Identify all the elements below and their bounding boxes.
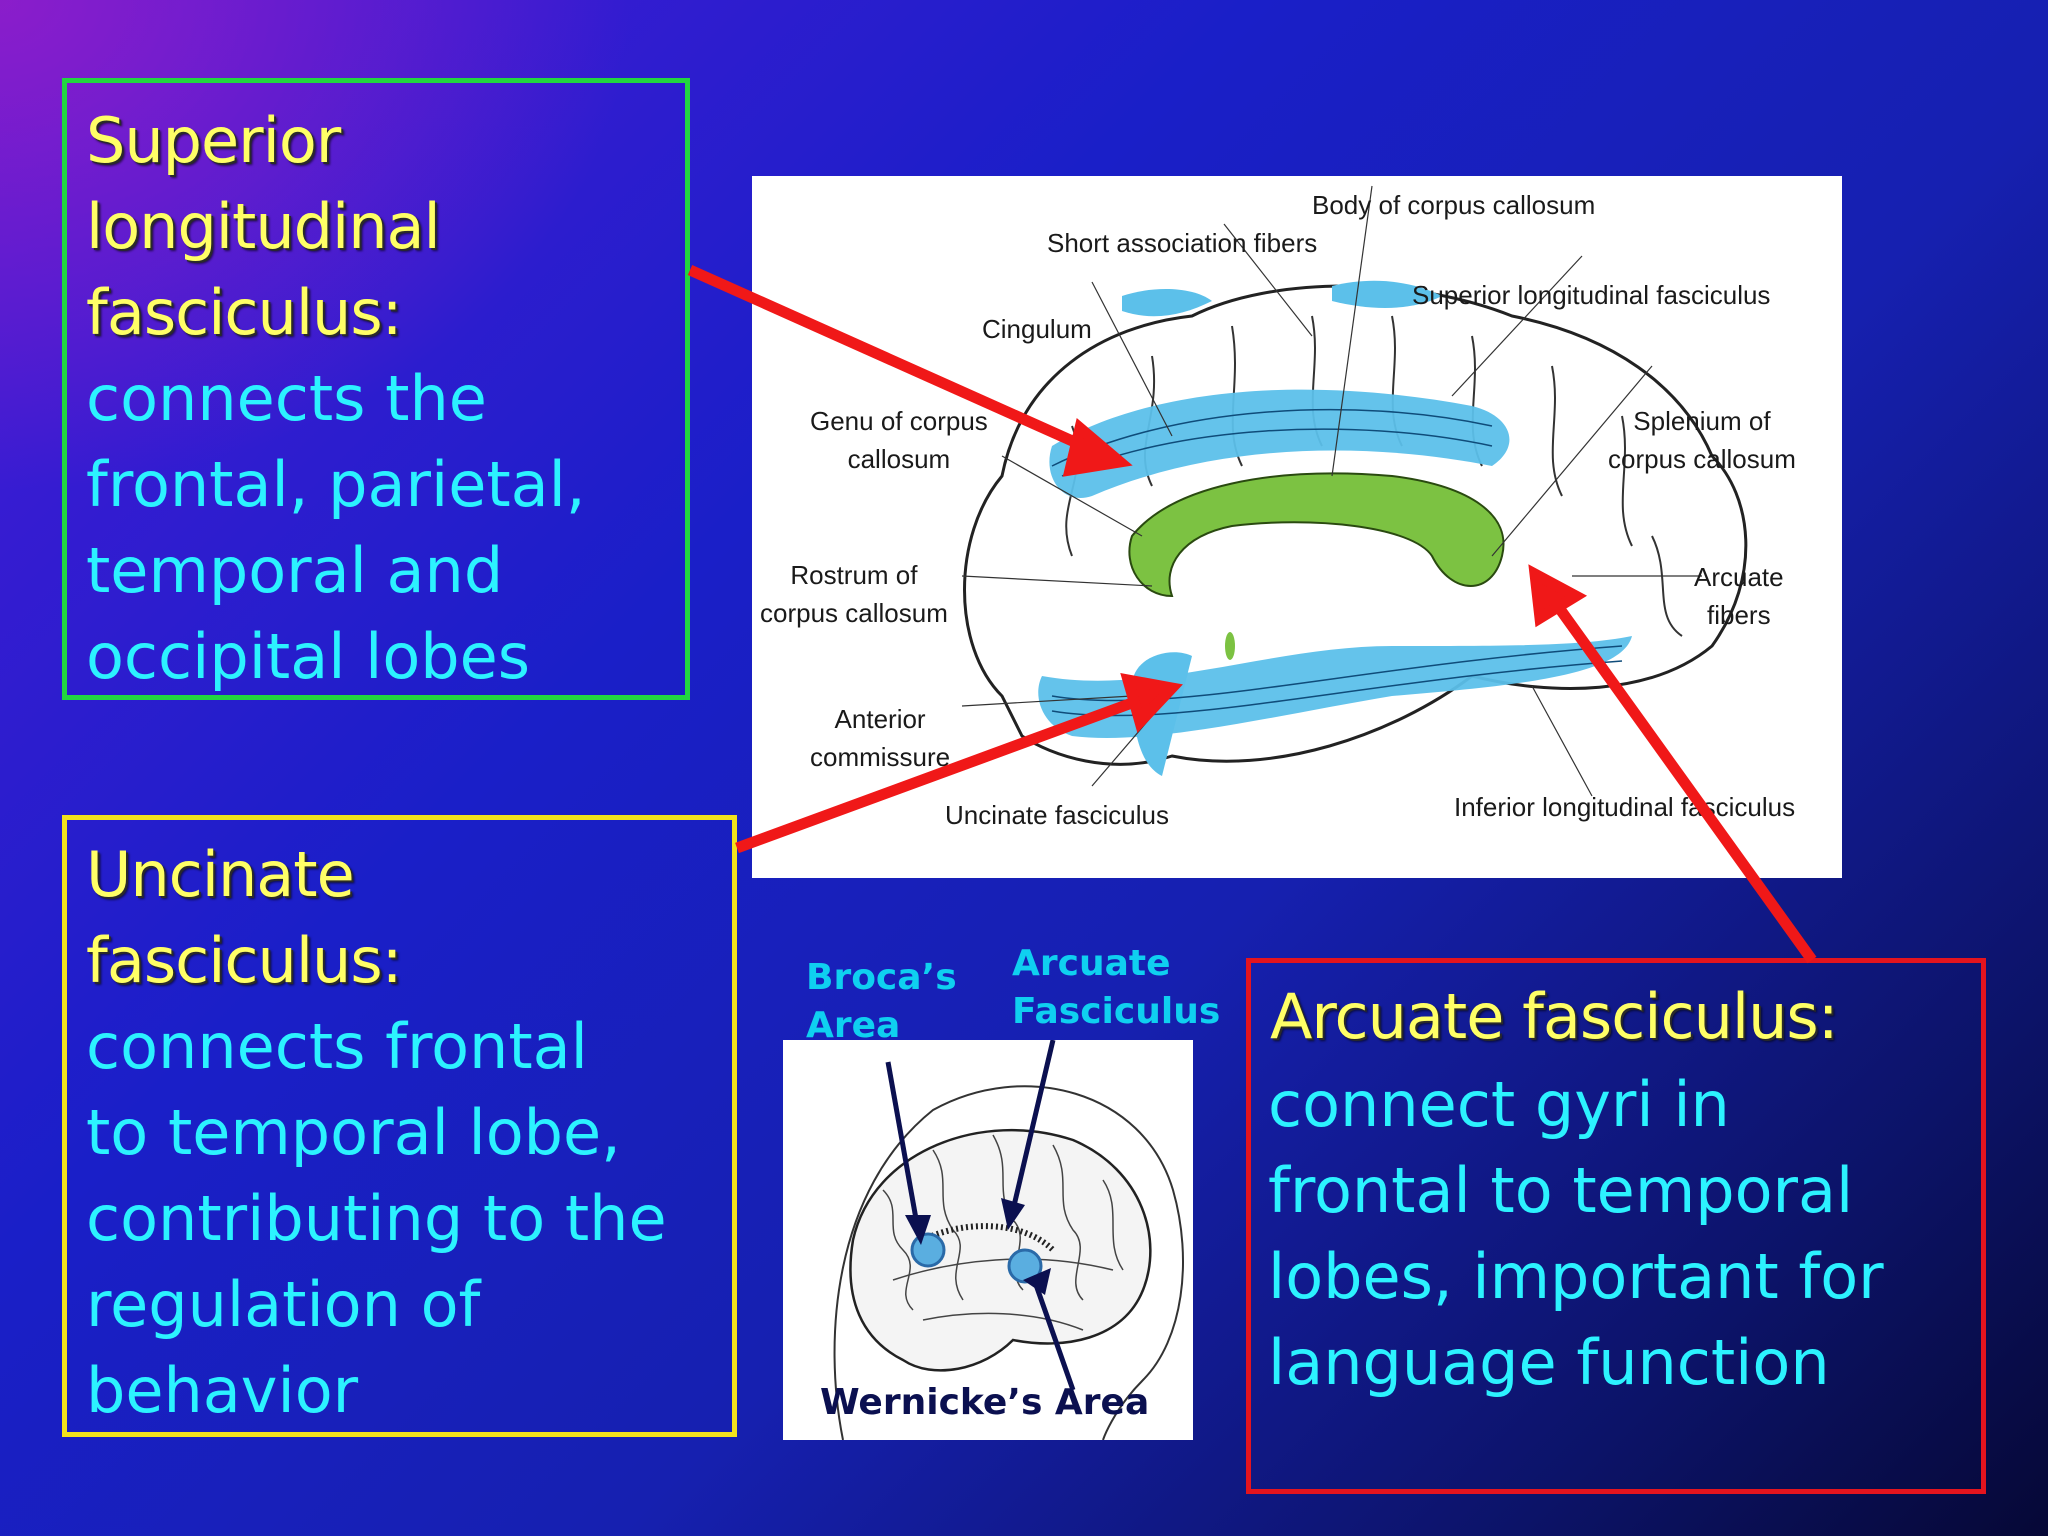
brain-medial-illustration [961, 185, 1748, 797]
label-genu-corpus-callosum: Genu of corpus callosum [810, 406, 988, 474]
arrow-superior-longitudinal [687, 264, 1091, 454]
label-superior-longitudinal-fasciculus: Superior longitudinal fasciculus [1412, 280, 1771, 310]
label-body-corpus-callosum: Body of corpus callosum [1312, 190, 1596, 220]
arcuate-term: Arcuate fasciculus: [1270, 980, 1839, 1053]
label-arcuate-fibers: Arcuate fibers [1694, 562, 1784, 630]
label-rostrum-corpus-callosum: Rostrum of corpus callosum [760, 560, 948, 628]
uncinate-term: Uncinate fasciculus: [86, 838, 403, 997]
arcuate-description: connect gyri in frontal to temporal lobe… [1268, 1068, 1884, 1399]
label-short-association-fibers: Short association fibers [1047, 228, 1318, 258]
label-brocas-area: Broca’s Area [806, 957, 957, 1046]
arcuate-box [1246, 958, 1986, 1494]
uncinate-description: connects frontal to temporal lobe, contr… [86, 1010, 667, 1427]
arrowhead-superior-longitudinal [1062, 417, 1133, 477]
label-cingulum: Cingulum [982, 314, 1092, 344]
label-splenium-corpus-callosum: Splenium of corpus callosum [1608, 406, 1796, 474]
uncinate-box [62, 815, 737, 1437]
brain-lateral-illustration [833, 1039, 1184, 1441]
brain-lateral-diagram: Wernicke’s Area [783, 1039, 1193, 1441]
label-wernickes-area: Wernicke’s Area [820, 1382, 1150, 1423]
brain-medial-diagram: Body of corpus callosum Short associatio… [752, 176, 1842, 878]
label-anterior-commissure: Anterior commissure [810, 704, 951, 772]
superior-longitudinal-box [62, 78, 690, 700]
arrowhead-uncinate [1120, 673, 1183, 733]
label-arcuate-fasciculus: Arcuate Fasciculus [1012, 943, 1221, 1032]
arrowhead-arcuate [1528, 564, 1588, 628]
superior-longitudinal-term: Superior longitudinal fasciculus: [86, 104, 441, 349]
label-uncinate-fasciculus: Uncinate fasciculus [945, 800, 1169, 830]
arrow-arcuate [1547, 594, 1817, 964]
arrow-uncinate [735, 694, 1142, 854]
label-inferior-longitudinal-fasciculus: Inferior longitudinal fasciculus [1454, 792, 1796, 822]
superior-longitudinal-description: connects the frontal, parietal, temporal… [86, 362, 586, 693]
